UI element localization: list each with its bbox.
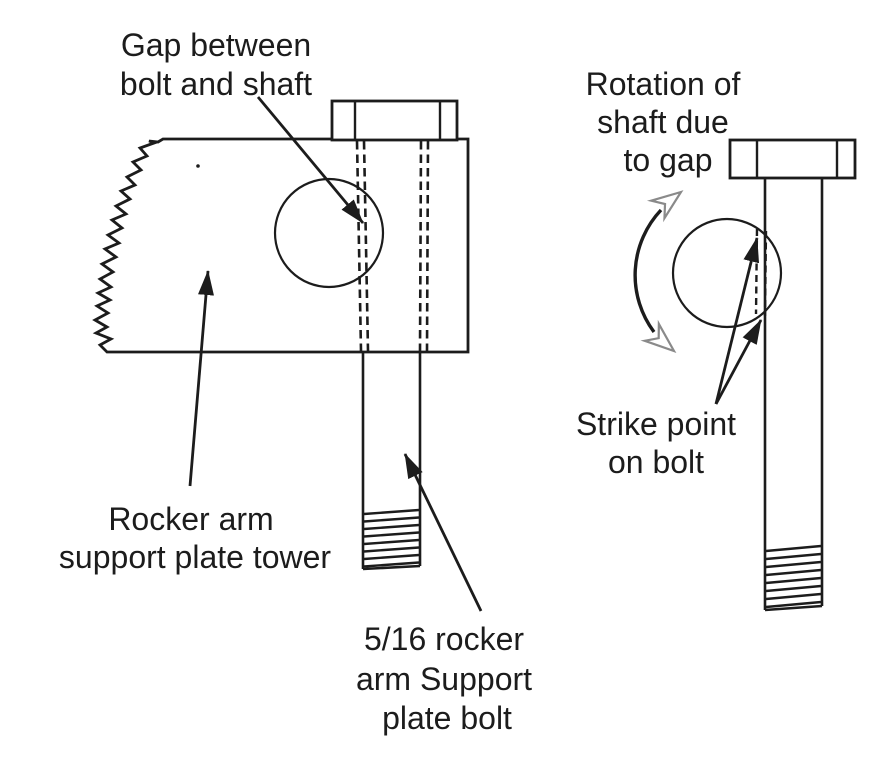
bolt516-label-arrow xyxy=(403,453,483,612)
left-bolt-head xyxy=(330,99,459,142)
gap-label-arrow xyxy=(256,96,365,224)
bolt516-label-line: arm Support xyxy=(356,661,532,697)
gap-label-line: Gap between xyxy=(121,27,311,63)
right-bolt-threads xyxy=(765,544,822,609)
right-bolt-shank xyxy=(763,178,824,612)
support-plate-outline xyxy=(92,137,470,354)
strike-label-line: on bolt xyxy=(608,444,704,480)
rotation-label-line: Rotation of xyxy=(586,66,741,102)
right-bolt-head xyxy=(728,138,857,180)
gap-detail-circle xyxy=(273,177,385,289)
bolt516-label-line: plate bolt xyxy=(382,700,512,736)
strike-detail-circle xyxy=(671,217,783,329)
diagram-labels: Gap between bolt and shaft Rotation of s… xyxy=(59,27,741,736)
left-figure-support-plate-tower xyxy=(92,96,483,612)
rotation-arrowhead-up-icon xyxy=(646,190,684,223)
rotation-label-line: to gap xyxy=(624,142,713,178)
rotation-label-line: shaft due xyxy=(597,104,729,140)
tower-label-line: support plate tower xyxy=(59,539,332,575)
strike-point-arrow-upper xyxy=(714,237,760,405)
plate-speck xyxy=(196,164,200,168)
hidden-bolt-hole-dashed-lines xyxy=(355,140,430,352)
left-bolt-threads xyxy=(363,508,420,568)
rotation-arc xyxy=(633,208,663,334)
strike-label-line: Strike point xyxy=(576,406,736,442)
right-figure-bolt-rotation xyxy=(633,138,857,612)
tower-label-line: Rocker arm xyxy=(108,501,273,537)
rotation-arrowhead-down-icon xyxy=(640,319,677,353)
gap-label-line: bolt and shaft xyxy=(120,66,312,102)
tower-label-arrow xyxy=(188,270,214,487)
strike-point-arrow-lower xyxy=(714,319,763,405)
bolt516-label-line: 5/16 rocker xyxy=(364,621,524,657)
